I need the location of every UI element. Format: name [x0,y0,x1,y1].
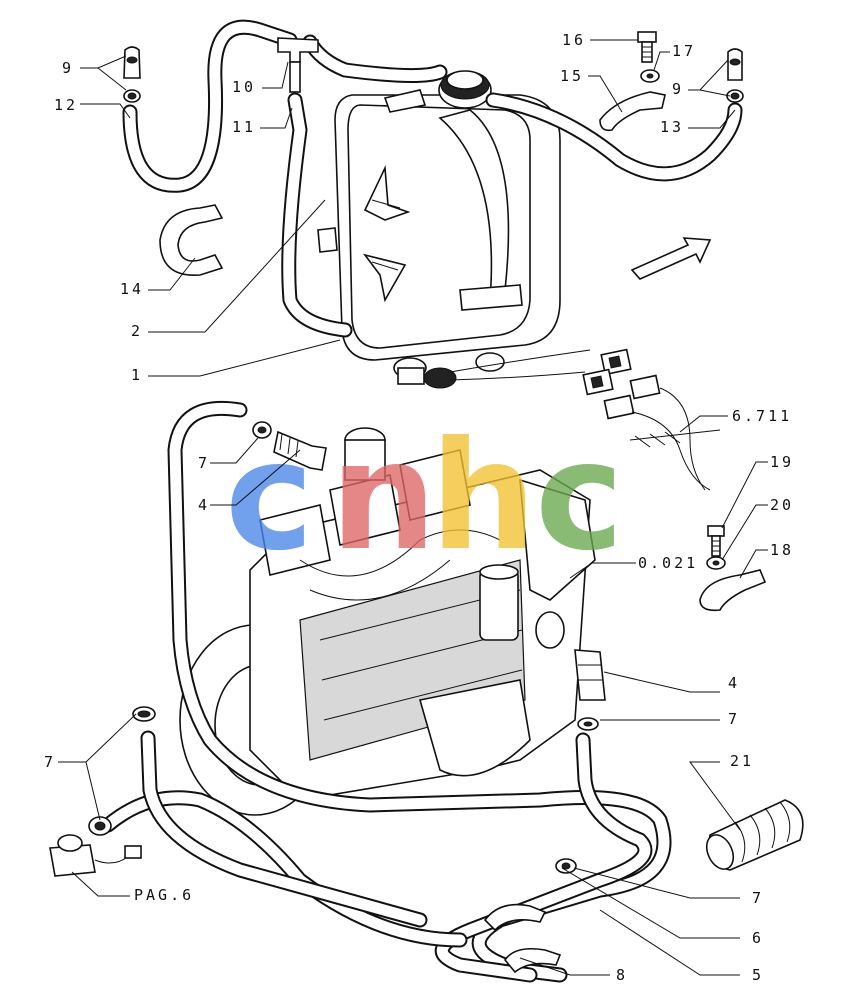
callout-0-021: 0.021 [638,554,698,572]
engine-block [179,427,596,816]
protective-sleeve [705,799,804,871]
callout-5: 5 [752,966,764,984]
hose-clamps [88,706,577,874]
banjo-fitting-left [123,46,141,103]
fuel-sensor [49,834,142,877]
callout-9-right: 9 [672,80,684,98]
callout-9-left: 9 [62,59,74,77]
callout-17: 17 [672,42,696,60]
direction-arrow [630,237,712,280]
hose-clip [159,204,224,276]
callout-labels: 9 12 10 11 14 2 1 16 17 15 9 13 6.711 7 … [44,31,794,984]
callout-11: 11 [232,118,256,136]
union-fitting-lower [574,649,606,731]
callout-7-lower: 7 [728,710,740,728]
svg-text:h: h [430,410,537,584]
callout-6-711: 6.711 [732,407,792,425]
callout-4-upper: 4 [198,496,210,514]
svg-text:n: n [330,410,437,584]
callout-7-left: 7 [44,753,56,771]
callout-6: 6 [752,929,764,947]
callout-19: 19 [770,453,794,471]
callout-1: 1 [131,366,143,384]
callout-14: 14 [120,280,144,298]
watermark: c n h c [225,410,624,584]
svg-text:c: c [225,410,314,584]
double-clamp [483,903,562,974]
callout-8: 8 [616,966,628,984]
callout-4-lower: 4 [728,674,740,692]
union-fitting-upper [252,421,327,471]
callout-10: 10 [232,78,256,96]
callout-15: 15 [560,67,584,85]
callout-12: 12 [54,96,78,114]
callout-2: 2 [131,322,143,340]
callout-16: 16 [562,31,586,49]
callout-pag-6: PAG.6 [134,886,194,904]
callout-21: 21 [730,752,754,770]
callout-18: 18 [770,541,794,559]
callout-20: 20 [770,496,794,514]
svg-text:c: c [535,410,624,584]
fuel-tank [317,70,721,491]
banjo-fitting-right [726,48,744,103]
clamp-set-top [599,31,666,132]
leader-lines [58,39,768,976]
callout-13: 13 [660,118,684,136]
callout-7-upper: 7 [198,454,210,472]
clamp-set-right [699,525,767,612]
callout-7-bottom: 7 [752,889,764,907]
vent-lines [122,19,743,338]
